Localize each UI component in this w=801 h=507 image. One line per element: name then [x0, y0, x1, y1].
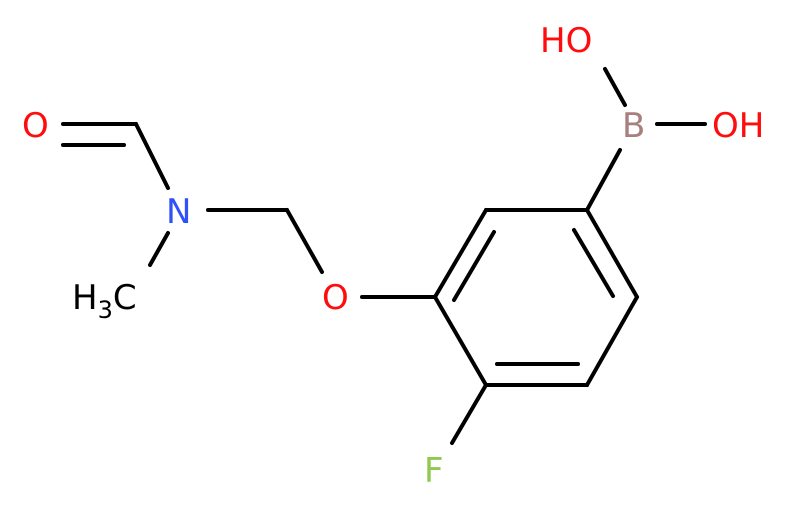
atom-methyl: H3C [72, 278, 137, 324]
atom-boron: B [622, 106, 645, 146]
atom-oh-top: HO [540, 21, 592, 61]
bond-n-ch3 [148, 231, 170, 267]
bond-b-oh-top [603, 67, 627, 107]
bond-n-cho [134, 122, 170, 190]
atom-oh-right: OH [712, 106, 764, 146]
methyl-subscript: 3 [98, 296, 113, 324]
bond-ring-c5-c6 [585, 295, 639, 387]
atom-fluorine: F [424, 451, 444, 491]
bond-ring-c2-c3-inner [452, 230, 496, 302]
atom-nitrogen: N [166, 192, 191, 232]
atom-o-carbonyl: O [22, 106, 49, 146]
atom-labels: HO B OH O N H3C O F [22, 21, 764, 491]
atom-o-ether: O [322, 278, 349, 318]
bond-ring-c6-c1-inner [572, 228, 615, 298]
bond-c-b [585, 148, 622, 212]
bond-c-f [450, 383, 488, 445]
bond-ring-c6-c1 [585, 208, 639, 299]
bond-o-ch2 [285, 208, 324, 274]
methyl-c: C [113, 278, 137, 318]
bonds [61, 67, 707, 445]
bond-ring-c2-c3 [433, 208, 488, 299]
methyl-h: H [72, 278, 98, 318]
bond-ring-c3-c4 [433, 295, 488, 387]
